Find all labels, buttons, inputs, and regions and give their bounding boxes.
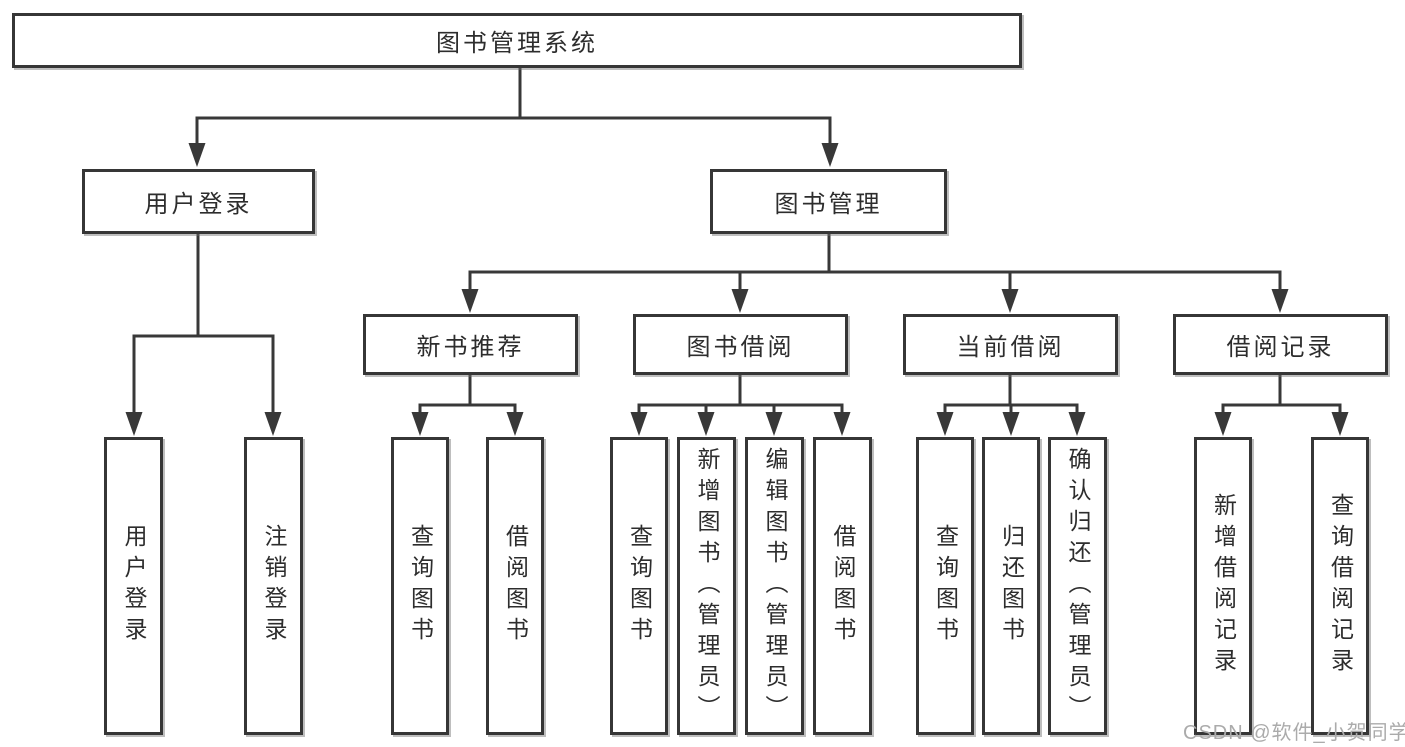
leaf-query-borrow-record: 查询借阅记录 [1311, 437, 1369, 735]
leaf-confirm-return-admin-label: 确认归还（管理员） [1065, 446, 1091, 726]
node-book-borrow: 图书借阅 [633, 314, 848, 375]
leaf-borrow-books-recommend-label: 借阅图书 [502, 524, 529, 648]
leaf-add-books-admin: 新增图书（管理员） [677, 437, 736, 735]
leaf-return-books-label: 归还图书 [998, 524, 1025, 648]
node-root: 图书管理系统 [12, 13, 1022, 68]
node-borrow-records: 借阅记录 [1173, 314, 1388, 375]
leaf-user-login-label: 用户登录 [121, 524, 147, 648]
leaf-query-books-recommend: 查询图书 [391, 437, 449, 735]
node-borrow-records-label: 借阅记录 [1226, 334, 1335, 361]
leaf-query-borrow-record-label: 查询借阅记录 [1327, 493, 1354, 679]
node-book-borrow-label: 图书借阅 [686, 334, 795, 361]
leaf-add-borrow-record-label: 新增借阅记录 [1210, 493, 1237, 679]
leaf-edit-books-admin-label: 编辑图书（管理员） [762, 446, 788, 726]
csdn-watermark: CSDN @软件_小贺同学 [1183, 722, 1405, 744]
node-user-login: 用户登录 [82, 169, 315, 234]
node-root-label: 图书管理系统 [436, 30, 598, 57]
leaf-add-borrow-record: 新增借阅记录 [1194, 437, 1252, 735]
leaf-query-books-borrow: 查询图书 [610, 437, 668, 735]
node-new-book-recommend-label: 新书推荐 [416, 334, 525, 361]
leaf-confirm-return-admin: 确认归还（管理员） [1048, 437, 1107, 735]
leaf-add-books-admin-label: 新增图书（管理员） [694, 446, 720, 726]
node-current-borrow: 当前借阅 [903, 314, 1118, 375]
node-current-borrow-label: 当前借阅 [956, 334, 1065, 361]
leaf-query-books-borrow-label: 查询图书 [626, 524, 653, 648]
node-book-management-label: 图书管理 [774, 191, 883, 218]
node-book-management: 图书管理 [710, 169, 947, 234]
leaf-logout-login-label: 注销登录 [261, 524, 287, 648]
node-new-book-recommend: 新书推荐 [363, 314, 578, 375]
leaf-query-books-current: 查询图书 [916, 437, 974, 735]
leaf-borrow-books-recommend: 借阅图书 [486, 437, 544, 735]
leaf-borrow-books: 借阅图书 [813, 437, 872, 735]
leaf-query-books-current-label: 查询图书 [932, 524, 959, 648]
node-user-login-label: 用户登录 [144, 191, 253, 218]
leaf-return-books: 归还图书 [982, 437, 1040, 735]
leaf-user-login: 用户登录 [104, 437, 163, 735]
leaf-query-books-recommend-label: 查询图书 [407, 524, 434, 648]
leaf-edit-books-admin: 编辑图书（管理员） [745, 437, 804, 735]
leaf-logout-login: 注销登录 [244, 437, 303, 735]
leaf-borrow-books-label: 借阅图书 [830, 524, 856, 648]
